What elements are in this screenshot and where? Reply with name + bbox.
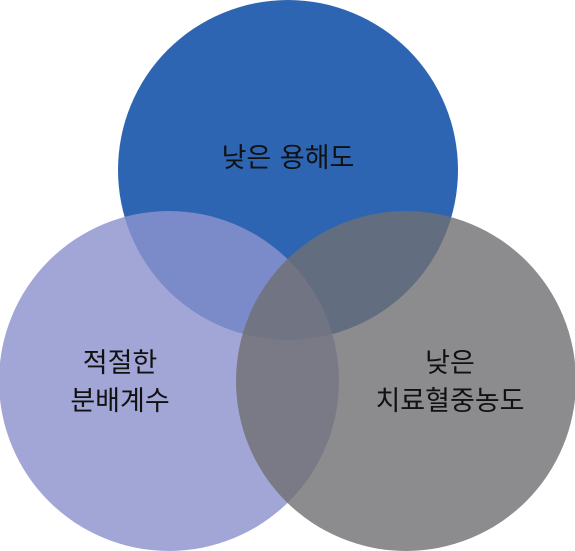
label-right-line-2: 치료혈중농도 bbox=[375, 386, 525, 417]
circle-right bbox=[236, 211, 575, 551]
label-low-therapeutic-concentration: 낮은 치료혈중농도 bbox=[345, 345, 555, 421]
label-top-line-1: 낮은 용해도 bbox=[221, 143, 355, 174]
label-partition-coefficient: 적절한 분배계수 bbox=[20, 345, 220, 421]
label-low-solubility: 낮은 용해도 bbox=[178, 140, 398, 178]
label-left-line-2: 분배계수 bbox=[70, 386, 170, 417]
label-right-line-1: 낮은 bbox=[425, 348, 475, 379]
label-left-line-1: 적절한 bbox=[82, 348, 158, 379]
circle-left bbox=[0, 211, 339, 551]
